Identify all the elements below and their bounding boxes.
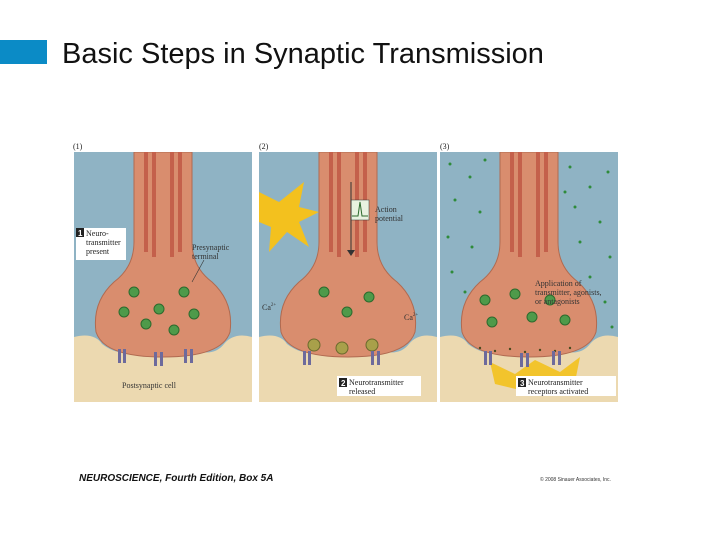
receptors <box>303 351 380 365</box>
vesicles <box>318 286 375 318</box>
source-credit: NEUROSCIENCE, Fourth Edition, Box 5A <box>79 473 274 484</box>
panel-3-label: (3) <box>440 142 450 151</box>
panel-1-diagram: 1 Neuro- transmitter present Presynaptic… <box>74 152 252 402</box>
step-3-line-1: Neurotransmitter <box>528 378 583 387</box>
presynaptic-label-line-1: Presynaptic <box>192 243 230 252</box>
axon-fibers <box>510 152 548 257</box>
step-2-number: 2 <box>341 379 346 388</box>
panel-2-diagram: Action potential Ca2+ Ca2+ 2 Neurotransm… <box>259 152 437 402</box>
step-2-box <box>337 376 421 396</box>
presynaptic-label-line-2: terminal <box>192 252 219 261</box>
step-3-number: 3 <box>520 379 525 388</box>
title-accent-bar <box>0 40 47 64</box>
presynaptic-terminal <box>460 152 598 358</box>
step-1-line-3: present <box>86 247 110 256</box>
receptors <box>484 351 561 367</box>
postsynaptic-label: Postsynaptic cell <box>122 381 177 390</box>
step-3-number-badge <box>518 378 526 387</box>
panel-1-label: (1) <box>73 142 83 151</box>
step-2-line-2: released <box>349 387 375 396</box>
slide-title: Basic Steps in Synaptic Transmission <box>62 38 544 70</box>
application-label-line-1: Application of <box>535 279 582 288</box>
application-label-line-3: or antagonists <box>535 297 580 306</box>
presynaptic-terminal <box>94 152 232 358</box>
step-2-line-1: Neurotransmitter <box>349 378 404 387</box>
action-flash <box>259 182 319 252</box>
step-1-number: 1 <box>78 229 83 238</box>
action-label-line-2: potential <box>375 214 404 223</box>
presynaptic-leader-line <box>191 259 205 283</box>
panel-2-label: (2) <box>259 142 269 151</box>
step-1-line-2: transmitter <box>86 238 121 247</box>
ca-ion-right: Ca2+ <box>404 313 418 322</box>
step-2-number-badge <box>339 378 347 387</box>
step-1-number-badge <box>76 228 84 237</box>
action-label-line-1: Action <box>375 205 397 214</box>
applied-drug-dots <box>446 158 614 329</box>
step-3-line-2: receptors activated <box>528 387 588 396</box>
fusing-vesicles <box>307 338 379 355</box>
presynaptic-terminal <box>279 152 417 358</box>
axon-fibers <box>329 152 367 257</box>
copyright-notice: © 2008 Sinauer Associates, Inc. <box>540 477 611 483</box>
action-potential-trace <box>352 201 368 217</box>
step-1-box <box>76 228 126 260</box>
step-3-box <box>516 376 616 396</box>
action-potential-arrowhead <box>347 250 355 256</box>
panel-3-diagram: Application of transmitter, agonists, or… <box>440 152 618 402</box>
receptors <box>118 349 193 366</box>
application-label-line-2: transmitter, agonists, <box>535 288 602 297</box>
vesicles <box>118 286 200 336</box>
step-1-line-1: Neuro- <box>86 229 109 238</box>
axon-fibers <box>144 152 182 257</box>
ca-ion-left: Ca2+ <box>262 303 276 312</box>
vesicles <box>479 288 571 328</box>
